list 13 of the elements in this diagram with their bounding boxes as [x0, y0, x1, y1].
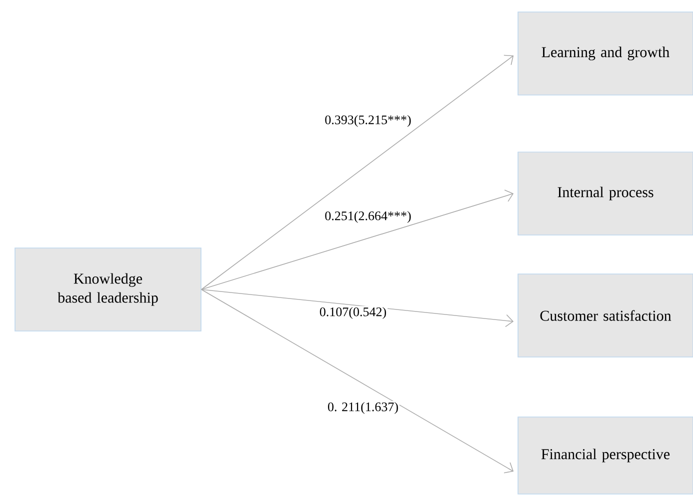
arrow	[201, 190, 514, 290]
arrow	[201, 289, 514, 474]
arrow	[201, 289, 514, 328]
edge-label: 0.251(2.664***)	[324, 210, 412, 224]
box: Learning and growth	[518, 12, 693, 96]
edge-label: 0. 211(1.637)	[326, 401, 400, 415]
edge-label: 0.107(0.542)	[318, 306, 388, 320]
box: Customer satisfaction	[518, 274, 693, 358]
box: Internal process	[518, 152, 693, 236]
edge-label: 0.393(5.215***)	[324, 114, 412, 128]
arrow	[201, 54, 514, 290]
box: Financial perspective	[518, 416, 693, 494]
box: Knowledge based leadership	[14, 248, 202, 332]
